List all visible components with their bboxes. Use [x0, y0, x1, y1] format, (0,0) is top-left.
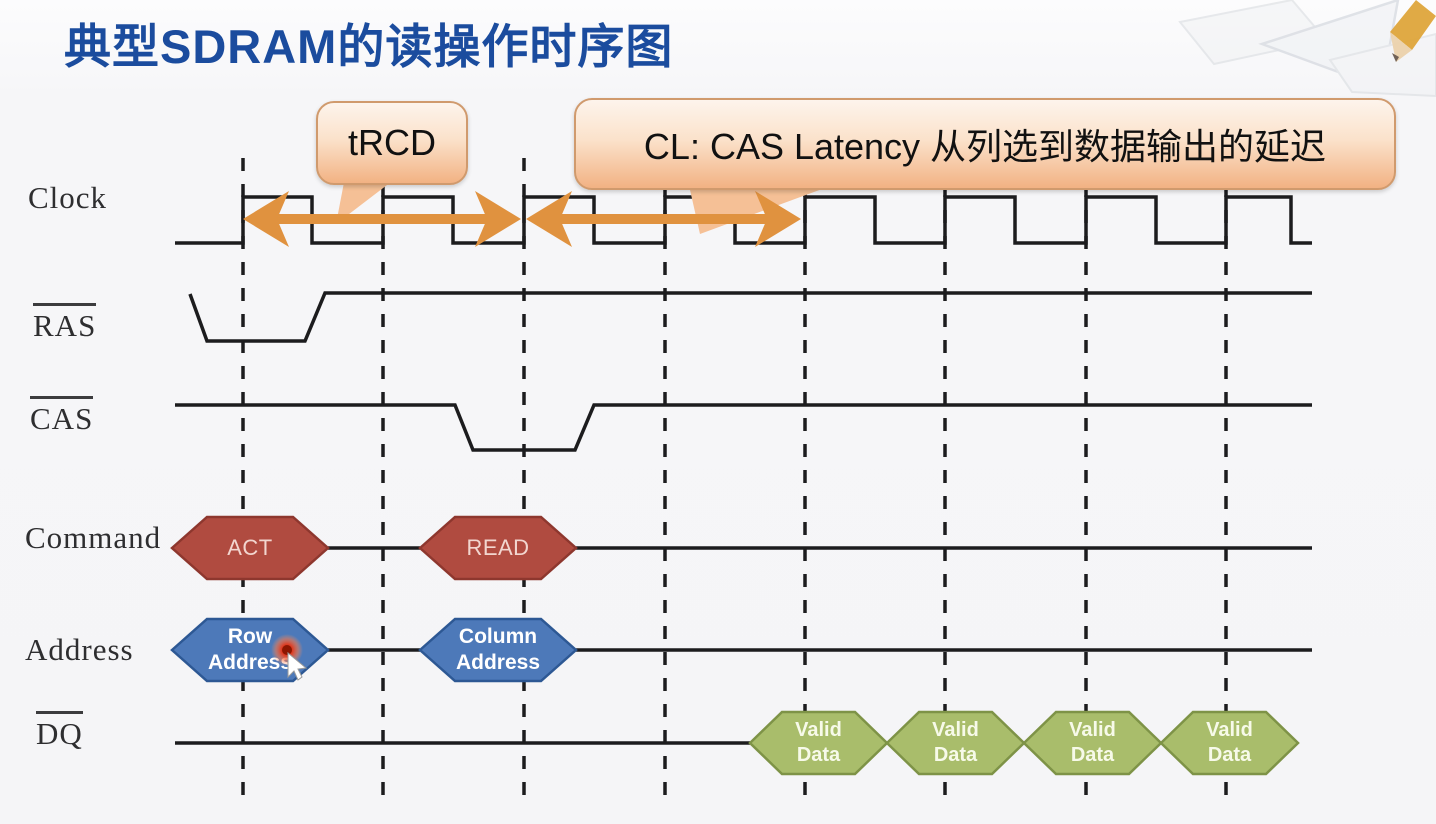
- valid-data-hexagon-1: [748, 710, 889, 776]
- act-command-hexagon: [170, 515, 330, 581]
- signal-label-cas: CAS: [30, 396, 94, 437]
- signal-label-clock: Clock: [28, 180, 108, 215]
- row-address-hexagon: [170, 617, 330, 683]
- cas-waveform: [175, 403, 1312, 452]
- signal-label-address: Address: [25, 632, 134, 667]
- read-command-hexagon: [418, 515, 578, 581]
- signal-label-dq: DQ: [36, 711, 83, 752]
- cl-callout: CL: CAS Latency 从列选到数据输出的延迟: [574, 98, 1396, 190]
- pencil-icon: [1390, 0, 1436, 62]
- valid-data-hexagon-4: [1159, 710, 1300, 776]
- trcd-callout-label: tRCD: [348, 122, 436, 163]
- valid-data-hexagon-2: [885, 710, 1026, 776]
- ras-waveform: [188, 291, 1312, 343]
- trcd-callout-tail: [336, 172, 404, 224]
- page-title: 典型SDRAM的读操作时序图: [64, 20, 674, 73]
- signal-label-ras: RAS: [33, 303, 97, 344]
- signal-label-command: Command: [25, 520, 162, 555]
- trcd-arrow: [243, 191, 521, 247]
- clock-edge-gridlines: [241, 158, 1228, 806]
- trcd-callout: tRCD: [316, 101, 468, 185]
- valid-data-hexagon-3: [1022, 710, 1163, 776]
- cl-callout-label: CL: CAS Latency 从列选到数据输出的延迟: [643, 126, 1327, 167]
- cl-arrow: [526, 191, 801, 247]
- column-address-hexagon: [418, 617, 578, 683]
